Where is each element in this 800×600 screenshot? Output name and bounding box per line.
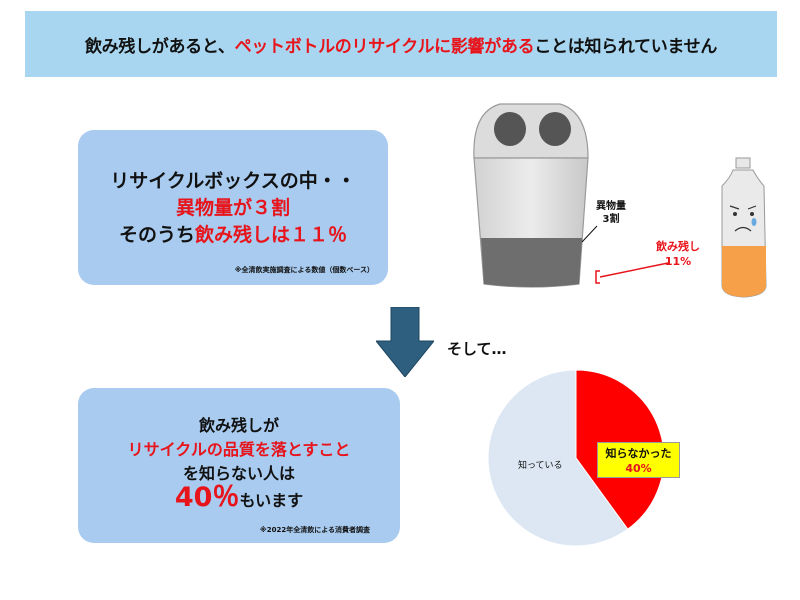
header-banner: 飲み残しがあると、ペットボトルのリサイクルに影響があることは知られていません (25, 11, 777, 77)
box2-big-percent: 40％ (174, 482, 240, 513)
pie-label-unknown: 知らなかった (605, 447, 672, 460)
box2-line3: を知らない人は (182, 464, 295, 483)
box1-line3-prefix: そのうち (118, 224, 195, 246)
box2-source-note: ※2022年全清飲による消費者調査 (259, 526, 370, 534)
pie-callout-unknown: 知らなかった 40% (597, 442, 680, 478)
consumer-survey-card: 飲み残しが リサイクルの品質を落とすこと を知らない人は 40％もいます ※20… (78, 388, 400, 543)
down-arrow-icon (376, 307, 434, 377)
foreign-matter-label: 異物量 3割 (596, 201, 626, 225)
box1-line1: リサイクルボックスの中・・ (110, 170, 356, 192)
recycle-box-info-card: リサイクルボックスの中・・ 異物量が３割 そのうち飲み残しは１１％ ※全清飲実施… (78, 130, 388, 285)
pie-label-unknown-pct: 40% (625, 462, 652, 475)
leftover-label: 飲み残し 11% (656, 240, 700, 268)
title-highlight: ペットボトルのリサイクルに影響がある (234, 36, 535, 57)
pie-label-known: 知っている (518, 461, 563, 471)
box1-line3-highlight: 飲み残しは１１％ (195, 224, 348, 246)
title-part1: 飲み残しがあると、 (84, 36, 235, 57)
box2-line1: 飲み残しが (198, 416, 279, 435)
soshite-text: そして… (447, 340, 507, 358)
box2-line2: リサイクルの品質を落とすこと (127, 440, 351, 459)
pie-slice-known (487, 369, 629, 547)
title-part2: ことは知られていません (534, 36, 718, 57)
box2-line4-rest: もいます (239, 491, 304, 510)
box1-source-note: ※全清飲実施調査による数値（個数ベース） (234, 266, 374, 274)
box1-line2: 異物量が３割 (175, 197, 290, 219)
